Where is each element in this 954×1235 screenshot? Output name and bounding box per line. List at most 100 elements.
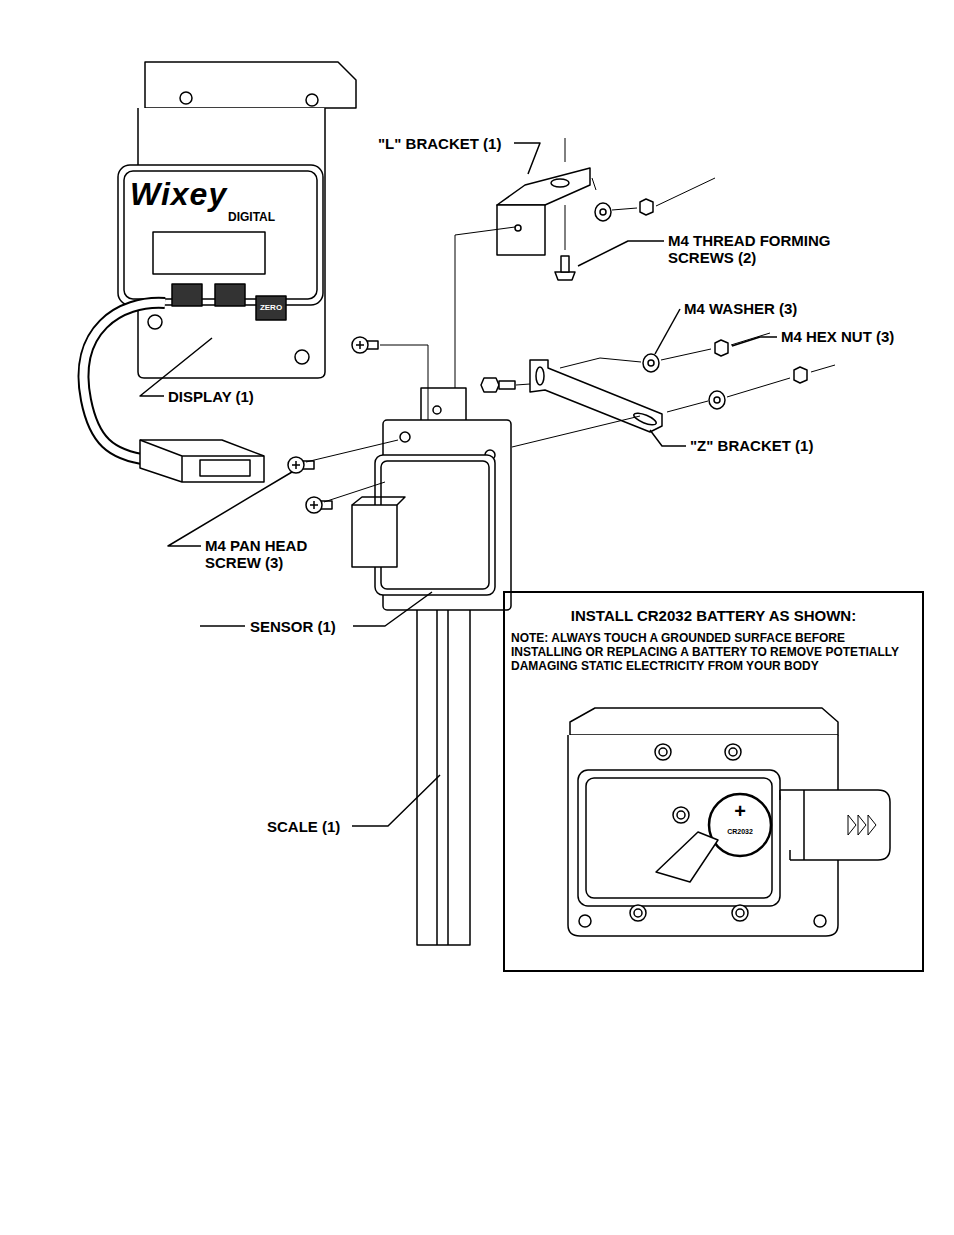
pan-head-screw: [356, 341, 364, 349]
sensor-unit: [352, 420, 511, 610]
polarity-mark: +: [720, 800, 760, 823]
l-bracket: [551, 179, 569, 187]
assembly-line: [512, 416, 640, 447]
leader-line: [140, 338, 212, 396]
display-assembly: [215, 284, 245, 306]
display-cable: [84, 303, 165, 460]
z-bracket: [536, 367, 544, 385]
battery-holder-illustration: [732, 905, 748, 921]
battery-holder-illustration: [659, 748, 667, 756]
assembly-line: [667, 365, 835, 412]
washer-nut: [595, 203, 611, 221]
leader-line: [353, 592, 432, 626]
assembly-line: [516, 384, 530, 385]
z-washers-nuts: [643, 354, 659, 372]
part-label: DISPLAY (1): [168, 388, 254, 405]
battery-holder-illustration: [634, 909, 642, 917]
battery-holder-illustration: [579, 915, 591, 927]
z-bracket: [481, 360, 662, 432]
part-label: "Z" BRACKET (1): [690, 437, 813, 454]
battery-holder-illustration: [630, 905, 646, 921]
pan-head-screw: [352, 337, 368, 353]
pan-head-screw: [310, 501, 318, 509]
z-washers-nuts: [643, 340, 807, 409]
z-bracket: [530, 360, 662, 432]
scale-bar: [433, 406, 441, 414]
part-label: SENSOR (1): [250, 618, 336, 635]
assembly-line: [565, 138, 566, 162]
battery-holder-illustration: [673, 807, 689, 823]
l-bracket: [497, 168, 590, 255]
pan-head-screw: [288, 457, 304, 473]
part-label: M4 THREAD FORMING SCREWS (2): [668, 232, 863, 267]
display-assembly: [180, 92, 192, 104]
z-washers-nuts: [648, 360, 654, 366]
leader-line: [514, 143, 540, 174]
battery-holder-illustration: [655, 744, 671, 760]
display-assembly: [124, 171, 317, 299]
display-cable: [200, 460, 250, 476]
part-label: M4 WASHER (3): [684, 300, 797, 317]
sensor-unit: [352, 505, 397, 567]
battery-holder-illustration: [729, 748, 737, 756]
box-note: NOTE: ALWAYS TOUCH A GROUNDED SURFACE BE…: [511, 632, 916, 673]
display-assembly: [256, 296, 286, 320]
display-assembly: [118, 165, 323, 305]
leader-line: [352, 775, 440, 826]
button-label: ZERO: [256, 303, 286, 312]
battery-holder-illustration: [570, 708, 838, 735]
part-label: M4 HEX NUT (3): [781, 328, 894, 345]
z-washers-nuts: [715, 340, 728, 356]
battery-holder-illustration: [677, 811, 685, 819]
brand-text: DIGITAL: [228, 211, 275, 225]
battery-holder-illustration: [586, 778, 772, 898]
scale-bar: [417, 600, 470, 945]
display-assembly: [306, 94, 318, 106]
pan-head-screw: [306, 497, 322, 513]
display-cable: [140, 440, 264, 482]
brand-logo: Wixey: [130, 176, 227, 213]
display-cable: [140, 440, 264, 482]
thread-forming-screw: [561, 256, 569, 272]
display-assembly: [295, 350, 309, 364]
z-washers-nuts: [709, 391, 725, 409]
z-washers-nuts: [794, 367, 807, 383]
part-label: "L" BRACKET (1): [378, 135, 501, 152]
display-assembly: [153, 232, 265, 274]
leader-line: [578, 241, 664, 266]
assembly-line: [306, 440, 398, 462]
part-label: M4 PAN HEAD SCREW (3): [205, 537, 335, 572]
assembly-line: [560, 333, 770, 368]
washer-nut: [640, 199, 653, 215]
display-assembly: [145, 62, 356, 108]
battery-holder-illustration: [568, 708, 890, 936]
instruction-box: INSTALL CR2032 BATTERY AS SHOWN:NOTE: AL…: [503, 591, 924, 972]
washer-nut: [595, 199, 653, 221]
part-label: SCALE (1): [267, 818, 340, 835]
l-bracket: [497, 168, 590, 205]
leader-line: [655, 309, 680, 354]
sensor-unit: [352, 497, 405, 505]
battery-holder-illustration: [656, 832, 718, 882]
pan-head-screw: [292, 461, 300, 469]
assembly-line: [324, 482, 385, 502]
z-bracket: [499, 381, 515, 389]
display-cable: [84, 303, 264, 482]
sensor-unit: [400, 432, 410, 442]
washer-nut: [600, 209, 606, 215]
pan-head-screw: [288, 337, 378, 513]
l-bracket: [497, 205, 545, 255]
battery-holder-illustration: [814, 915, 826, 927]
display-cable: [84, 303, 165, 460]
display-assembly: [148, 315, 162, 329]
battery-holder-illustration: [725, 744, 741, 760]
l-bracket: [515, 225, 521, 231]
thread-forming-screw: [555, 272, 575, 280]
display-assembly: [172, 284, 202, 306]
z-bracket: [632, 411, 657, 427]
assembly-line: [306, 138, 835, 502]
leader-line: [200, 625, 245, 627]
assembly-line: [592, 178, 715, 210]
battery-label: CR2032: [715, 828, 765, 836]
